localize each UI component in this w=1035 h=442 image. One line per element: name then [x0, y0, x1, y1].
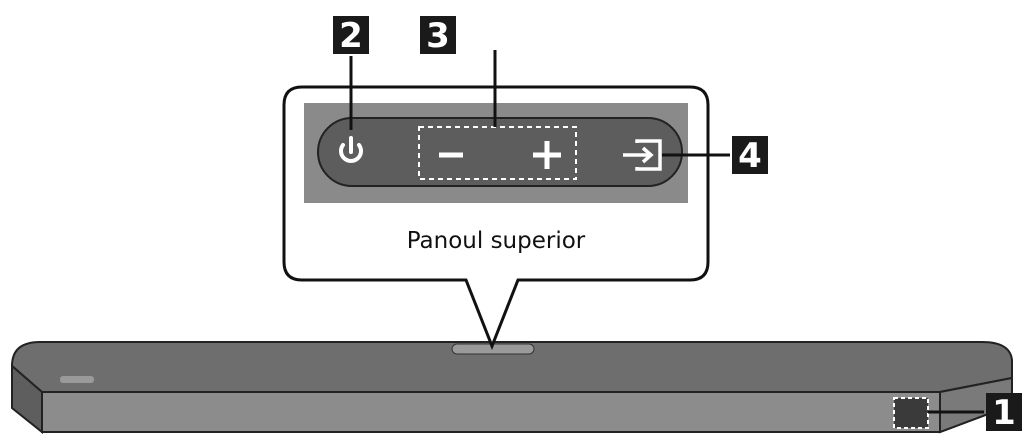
callout-badge-1: 1	[986, 393, 1022, 433]
panel-caption: Panoul superior	[407, 228, 586, 254]
callout-badge-2: 2	[333, 16, 369, 56]
power-icon	[339, 136, 363, 163]
svg-text:3: 3	[426, 16, 450, 56]
svg-text:4: 4	[738, 136, 762, 176]
soundbar-top-surface	[10, 341, 1013, 393]
button-strip	[317, 117, 683, 187]
volume-group-outline	[418, 126, 577, 180]
source-input-icon	[623, 139, 662, 171]
callout-badge-3: 3	[420, 16, 456, 56]
svg-text:2: 2	[339, 16, 363, 56]
remote-sensor	[893, 397, 929, 429]
svg-text:1: 1	[992, 393, 1016, 433]
plus-icon	[533, 141, 561, 169]
soundbar-logo	[60, 376, 94, 383]
callout-badge-4: 4	[732, 136, 768, 176]
soundbar-left-end	[11, 363, 43, 435]
soundbar	[10, 341, 1013, 435]
